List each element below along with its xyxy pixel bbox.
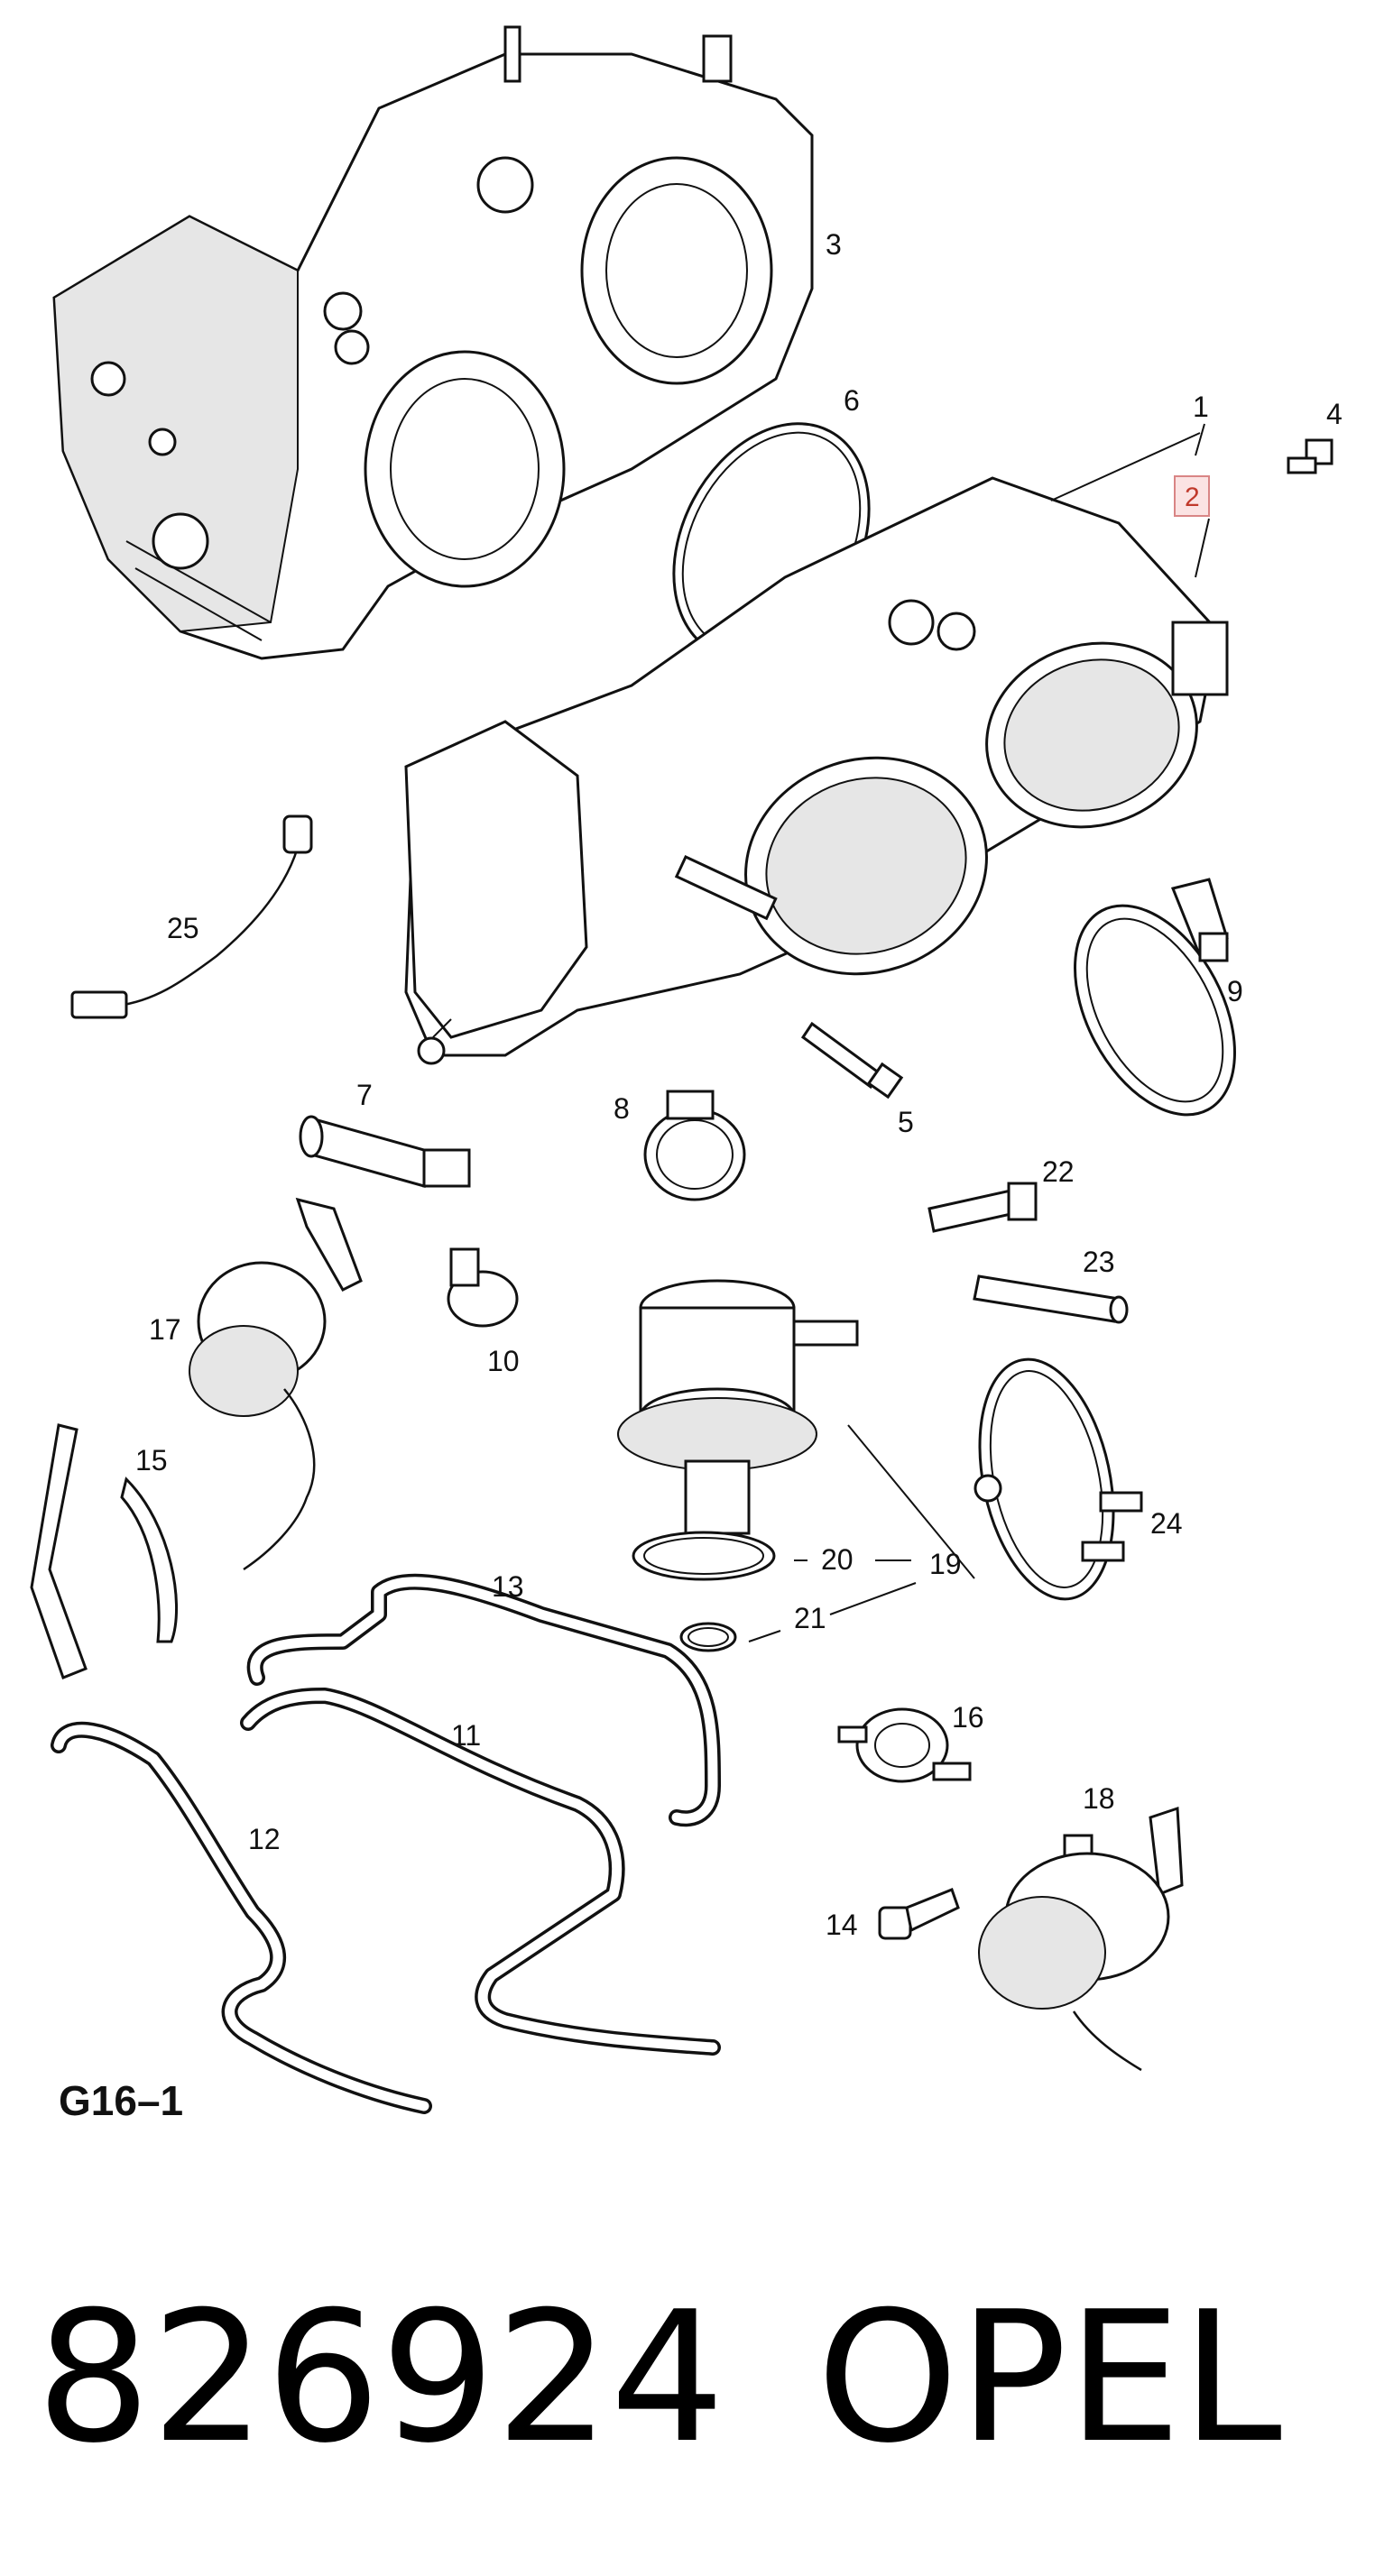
callout-18: 18	[1083, 1782, 1115, 1815]
part-19-regulator	[617, 1279, 859, 1535]
callout-labels: 1 2 3 4 5 6 7 8 9 10 11 12 13 14 15 16 1…	[135, 228, 1343, 1941]
callout-12: 12	[248, 1823, 281, 1855]
callout-13: 13	[492, 1570, 524, 1603]
part-10-clip	[447, 1247, 519, 1328]
part-17-actuator	[189, 1197, 363, 1571]
part-number: 826924	[36, 2273, 724, 2483]
callout-11: 11	[451, 1719, 481, 1752]
part-7-pipe-connector	[299, 1115, 471, 1188]
callout-7: 7	[356, 1079, 373, 1111]
part-21-seal-ring	[679, 1622, 737, 1652]
part-20-seal	[632, 1531, 776, 1581]
callout-20: 20	[821, 1543, 854, 1576]
callout-10: 10	[487, 1345, 520, 1377]
part-15-cable-tie	[30, 1423, 179, 1679]
part-22-bolt	[927, 1182, 1038, 1233]
callout-25: 25	[167, 912, 199, 944]
callout-24: 24	[1150, 1507, 1183, 1540]
callout-1: 1	[1193, 391, 1209, 423]
brand-name: OPEL	[817, 2273, 1282, 2483]
leader-lines	[748, 423, 1210, 1642]
callout-6: 6	[844, 384, 860, 417]
callout-9: 9	[1227, 975, 1243, 1007]
part-13-hose	[246, 1573, 721, 1827]
part-3-throttle-body-rear	[52, 25, 814, 660]
part-9-hose-clamp	[1074, 878, 1236, 1117]
callout-8: 8	[614, 1092, 630, 1125]
callout-23: 23	[1083, 1246, 1115, 1278]
callout-2: 2	[1185, 483, 1200, 512]
figure-code: G16–1	[59, 2077, 183, 2124]
part-16-clip	[837, 1707, 972, 1783]
callout-14: 14	[826, 1909, 858, 1941]
callout-2-box	[1174, 475, 1210, 517]
callout-16: 16	[952, 1701, 984, 1734]
callout-5: 5	[898, 1106, 914, 1138]
callout-3: 3	[826, 228, 842, 261]
part-1-throttle-body	[404, 476, 1229, 1065]
part-12-hose	[51, 1721, 432, 2114]
part-11-hose	[240, 1688, 721, 2056]
callout-22: 22	[1042, 1155, 1075, 1188]
part-24-bracket	[974, 1357, 1143, 1601]
part-8-hose-clamp-small	[643, 1090, 746, 1201]
part-4-screw	[1287, 438, 1333, 474]
part-23-sleeve	[973, 1274, 1129, 1324]
callout-21: 21	[794, 1602, 826, 1634]
part-5-bolt	[800, 1021, 904, 1099]
part-18-actuator	[978, 1806, 1184, 2072]
callout-15: 15	[135, 1444, 168, 1477]
callout-19: 19	[929, 1548, 962, 1580]
part-25-sensor-lead	[70, 814, 313, 1019]
part-14-bolt	[878, 1888, 960, 1940]
callout-17: 17	[149, 1313, 181, 1346]
callout-4: 4	[1326, 398, 1343, 430]
